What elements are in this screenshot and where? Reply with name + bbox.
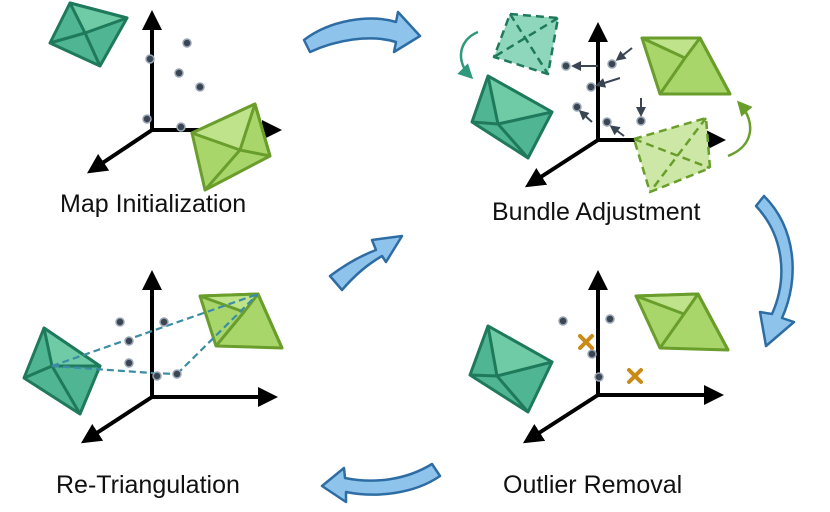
cycle-arrows (302, 10, 796, 504)
curved-arrow-icon (754, 194, 796, 348)
camera-frustum-icon (190, 102, 272, 192)
stage-outlier-removal (468, 270, 730, 444)
stage-label-outlier-removal: Outlier Removal (503, 471, 683, 499)
x-mark-icon (627, 368, 643, 384)
camera-frustum-icon (470, 74, 554, 160)
stage-map-initialization (48, 1, 282, 192)
map-point (605, 314, 615, 324)
map-point (145, 54, 155, 64)
camera-frustum-icon (22, 326, 102, 416)
stage-label-map-initialization: Map Initialization (60, 190, 247, 218)
camera-frustum-icon (468, 324, 554, 414)
map-point (124, 336, 134, 346)
x-mark-icon (578, 334, 594, 350)
map-point (607, 59, 617, 69)
stage-label-bundle-adjustment: Bundle Adjustment (492, 198, 701, 226)
map-point (124, 358, 134, 368)
stage-bundle-adjustment (457, 12, 753, 194)
map-point (594, 372, 604, 382)
outliers (578, 334, 643, 384)
map-points (142, 38, 205, 132)
map-point (142, 114, 152, 124)
map-point (152, 371, 162, 381)
map-point (602, 117, 612, 127)
stage-label-re-triangulation: Re-Triangulation (56, 471, 240, 499)
camera-frustum-icon (48, 1, 129, 68)
small-arrow-icon (595, 77, 621, 88)
camera-frustum-icon (492, 12, 560, 76)
camera-frustum-icon (640, 36, 732, 96)
map-point (159, 317, 169, 327)
camera-frustum-icon (632, 116, 712, 194)
map-points (558, 314, 615, 382)
map-point (172, 369, 182, 379)
curved-arrow-icon (328, 234, 404, 292)
stage-re-triangulation (22, 270, 284, 444)
map-points (115, 317, 182, 381)
small-arrow-icon (609, 125, 625, 137)
map-point (558, 316, 568, 326)
map-point (636, 116, 646, 126)
curved-arrow-icon (302, 10, 422, 54)
map-point (587, 349, 597, 359)
axes (80, 270, 278, 444)
map-point (572, 102, 582, 112)
map-point (176, 122, 186, 132)
camera-frustum-icon (634, 292, 730, 352)
adjustment-arrows (571, 47, 646, 137)
map-point (182, 38, 192, 48)
small-arrow-icon (578, 109, 593, 123)
curved-arrow-icon (457, 30, 479, 80)
map-point (586, 82, 596, 92)
map-point (115, 317, 125, 327)
map-points (561, 59, 646, 127)
map-point (561, 61, 571, 71)
curved-arrow-icon (727, 100, 753, 158)
map-point (174, 68, 184, 78)
curved-arrow-icon (320, 462, 442, 504)
map-point (195, 82, 205, 92)
small-arrow-icon (615, 47, 633, 61)
